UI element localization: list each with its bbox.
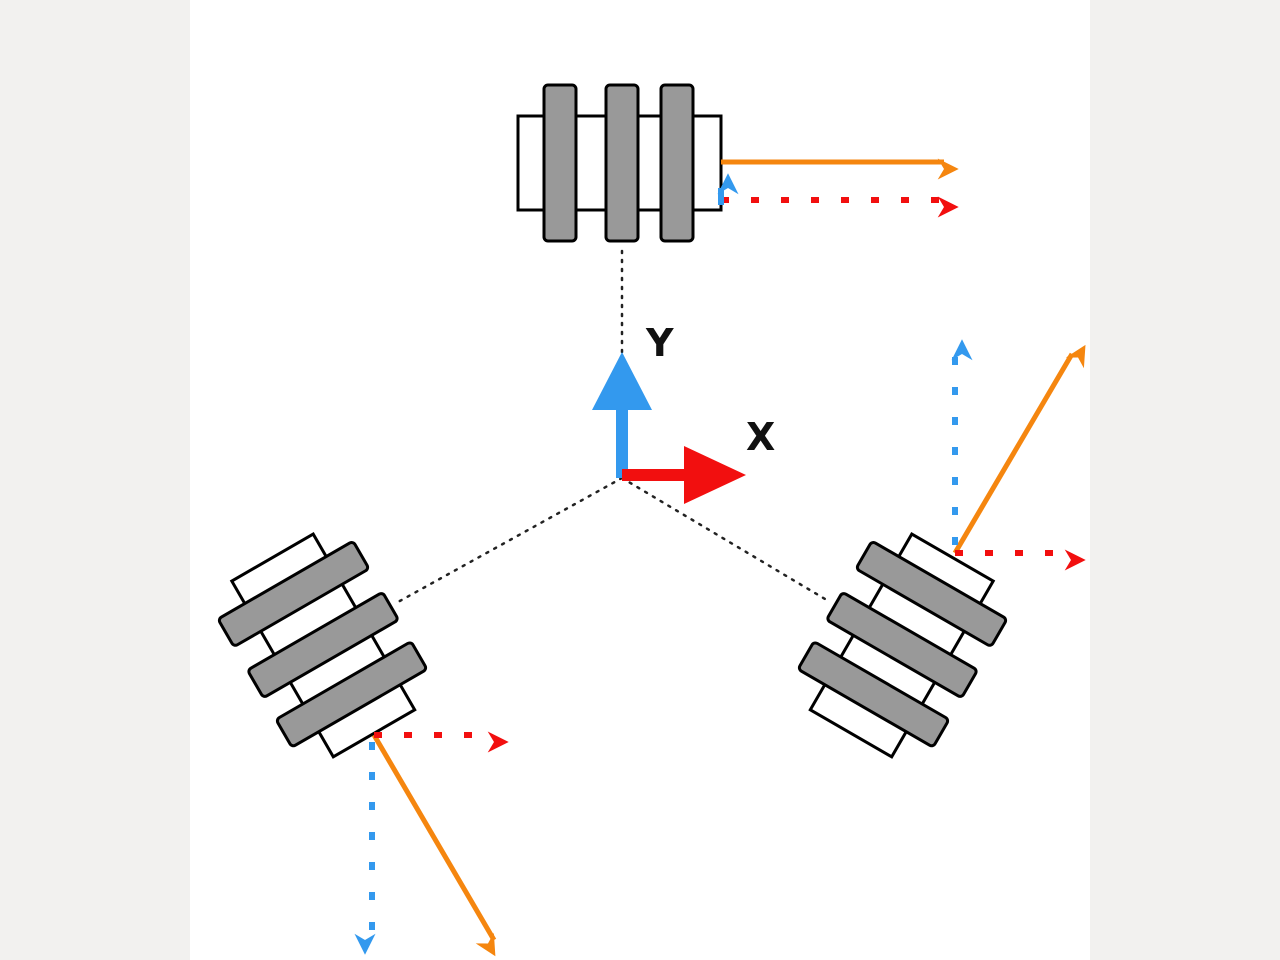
wheel-roller [275,641,428,748]
x-axis-arrowhead [684,446,746,504]
wheel-velocity-arrow [952,344,1086,555]
wheel-bottom-left-vectors [354,731,509,957]
wheel-roller [247,592,399,698]
wheel-top [516,83,723,243]
wheel-roller [217,541,370,647]
wheel-velocity-arrow [371,733,497,957]
diagram-canvas: Y X [190,0,1090,960]
y-axis-label: Y [645,321,674,365]
wheel-roller [826,592,978,698]
omni-wheel-kinematics-diagram: Y X [217,83,1086,957]
x-axis-label: X [746,415,775,459]
wheel-roller [797,641,950,748]
connector-bottom-left [396,476,624,604]
wheel-roller [542,83,578,243]
wheel-roller [604,83,640,243]
wheel-bottom-right-vectors [951,339,1086,571]
wheel-roller [659,83,695,243]
wheel-top-vectors [717,158,959,218]
connector-bottom-right [620,476,832,604]
robot-frame: Y X [592,321,775,504]
wheel-bottom-right [797,531,1008,759]
wheel-roller [855,541,1008,647]
wheel-bottom-left [217,531,428,759]
y-axis-arrowhead [592,352,652,410]
